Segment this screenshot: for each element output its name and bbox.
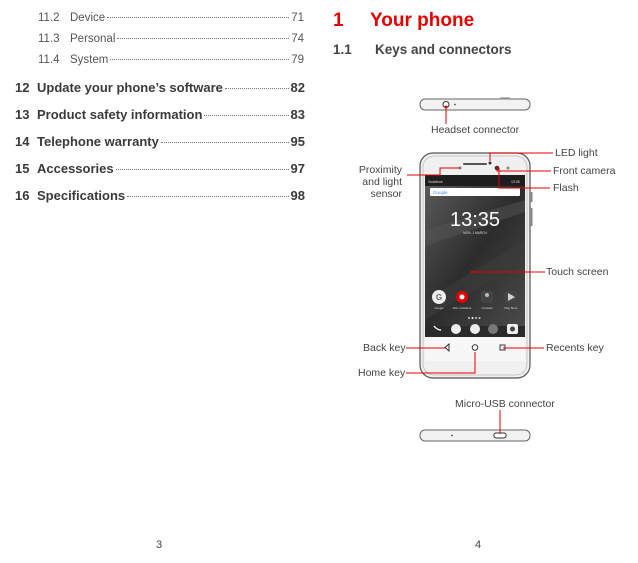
toc-item[interactable]: 13 Product safety information 83 bbox=[15, 107, 305, 122]
label-led-light: LED light bbox=[555, 147, 598, 159]
toc-leader bbox=[127, 196, 289, 197]
left-page-number: 3 bbox=[156, 539, 163, 551]
label-proximity-sensor: Proximity and light sensor bbox=[358, 164, 402, 200]
label-front-camera: Front camera bbox=[553, 165, 616, 177]
toc-leader bbox=[107, 17, 290, 18]
label-home-key: Home key bbox=[358, 367, 406, 379]
screen-status-time: 13:35 bbox=[511, 180, 520, 184]
app-label: Mein Vodafone bbox=[453, 306, 472, 310]
phone-front-view bbox=[419, 152, 533, 379]
toc-item[interactable]: 15 Accessories 97 bbox=[15, 161, 305, 176]
label-recents-key: Recents key bbox=[546, 342, 604, 354]
toc-leader bbox=[115, 169, 289, 170]
app-label: Contacts bbox=[481, 306, 493, 310]
toc-item[interactable]: 14 Telephone warranty 95 bbox=[15, 134, 305, 149]
toc-item[interactable]: 11.2 Device 71 bbox=[38, 12, 304, 24]
toc-item[interactable]: 11.4 System 79 bbox=[38, 54, 304, 66]
toc-leader bbox=[224, 88, 289, 89]
chapter-title: Your phone bbox=[370, 10, 475, 31]
toc-item[interactable]: 11.3 Personal 74 bbox=[38, 33, 304, 45]
toc-leader bbox=[110, 59, 290, 60]
label-flash: Flash bbox=[553, 182, 579, 194]
toc-item[interactable]: 12 Update your phone’s software 82 bbox=[15, 80, 305, 95]
toc-item[interactable]: 16 Specifications 98 bbox=[15, 188, 305, 203]
label-back-key: Back key bbox=[363, 342, 406, 354]
right-page-number: 4 bbox=[475, 539, 482, 551]
section-number: 1.1 bbox=[333, 42, 352, 57]
toc-leader bbox=[117, 38, 290, 39]
phone-bottom-view bbox=[419, 429, 531, 442]
label-headset-connector: Headset connector bbox=[431, 124, 520, 136]
google-g-icon: G bbox=[436, 293, 442, 302]
app-label: Google bbox=[434, 306, 443, 310]
screen-search-brand: Google bbox=[433, 190, 448, 195]
phone-top-view bbox=[419, 97, 531, 111]
toc-leader bbox=[204, 115, 289, 116]
toc-leader bbox=[160, 142, 289, 143]
screen-clock: 13:35 bbox=[450, 209, 500, 231]
section-title: Keys and connectors bbox=[375, 42, 512, 57]
screen-date: MON, 1 MARCH bbox=[463, 231, 487, 235]
label-touch-screen: Touch screen bbox=[546, 266, 609, 278]
label-micro-usb-connector: Micro-USB connector bbox=[455, 398, 555, 410]
chapter-number: 1 bbox=[333, 10, 344, 31]
screen-carrier: Vodafone bbox=[428, 180, 443, 184]
callout-lines bbox=[406, 107, 553, 434]
app-label: Play Store bbox=[505, 306, 518, 310]
